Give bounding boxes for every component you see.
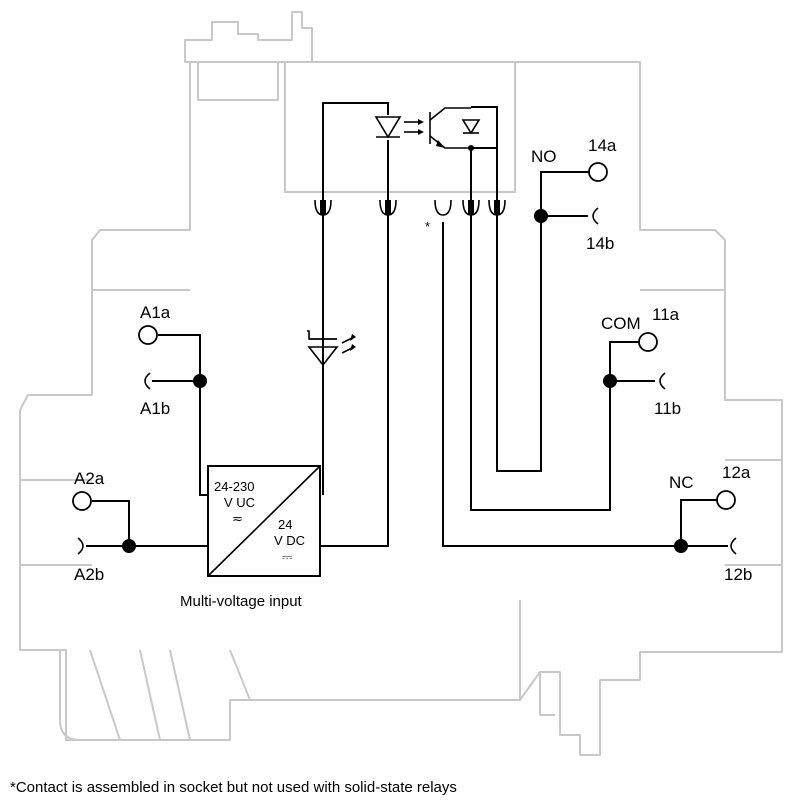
converter-input-range: 24-230 [214,479,254,494]
converter-output-unit: V DC [274,533,305,548]
optocoupler-symbol [374,107,481,151]
terminals [72,162,737,555]
terminal-11a [638,332,658,352]
label-a2b: A2b [74,565,104,584]
converter-output-symbol: ⎓ [282,549,292,564]
label-11b: 11b [654,399,681,418]
label-12a: 12a [722,463,751,482]
converter-output-value: 24 [278,517,292,532]
terminal-a1b [144,372,151,390]
module-pin-sockets [314,199,506,216]
socket-housing [19,11,783,756]
label-no: NO [531,147,557,166]
terminal-11b [659,372,666,390]
terminal-a1a [138,325,158,345]
label-14a: 14a [588,136,617,155]
label-12b: 12b [724,565,752,584]
label-14b: 14b [586,234,614,253]
status-led-symbol [307,330,356,367]
label-nc: NC [669,473,694,492]
converter-input-symbol: ≂ [232,511,243,526]
multi-voltage-converter: 24-230 V UC ≂ 24 V DC ⎓ [207,465,321,577]
label-a2a: A2a [74,469,105,488]
terminal-12b [730,537,737,555]
terminal-14a [588,162,608,182]
terminal-a2a [72,491,92,511]
label-a1b: A1b [140,399,170,418]
terminal-14b [592,207,599,225]
terminal-a2b [77,537,84,555]
wiring [86,102,728,547]
label-11a: 11a [652,305,680,324]
unused-contact-marker: * [425,219,430,234]
footnote: *Contact is assembled in socket but not … [10,779,457,796]
terminal-12a [716,490,736,510]
converter-input-unit: V UC [224,495,255,510]
junction-dots [122,209,688,553]
solid-state-relay-module [284,61,516,193]
label-a1a: A1a [140,303,171,322]
caption-multi-voltage-input: Multi-voltage input [180,593,303,610]
label-com: COM [601,314,641,333]
